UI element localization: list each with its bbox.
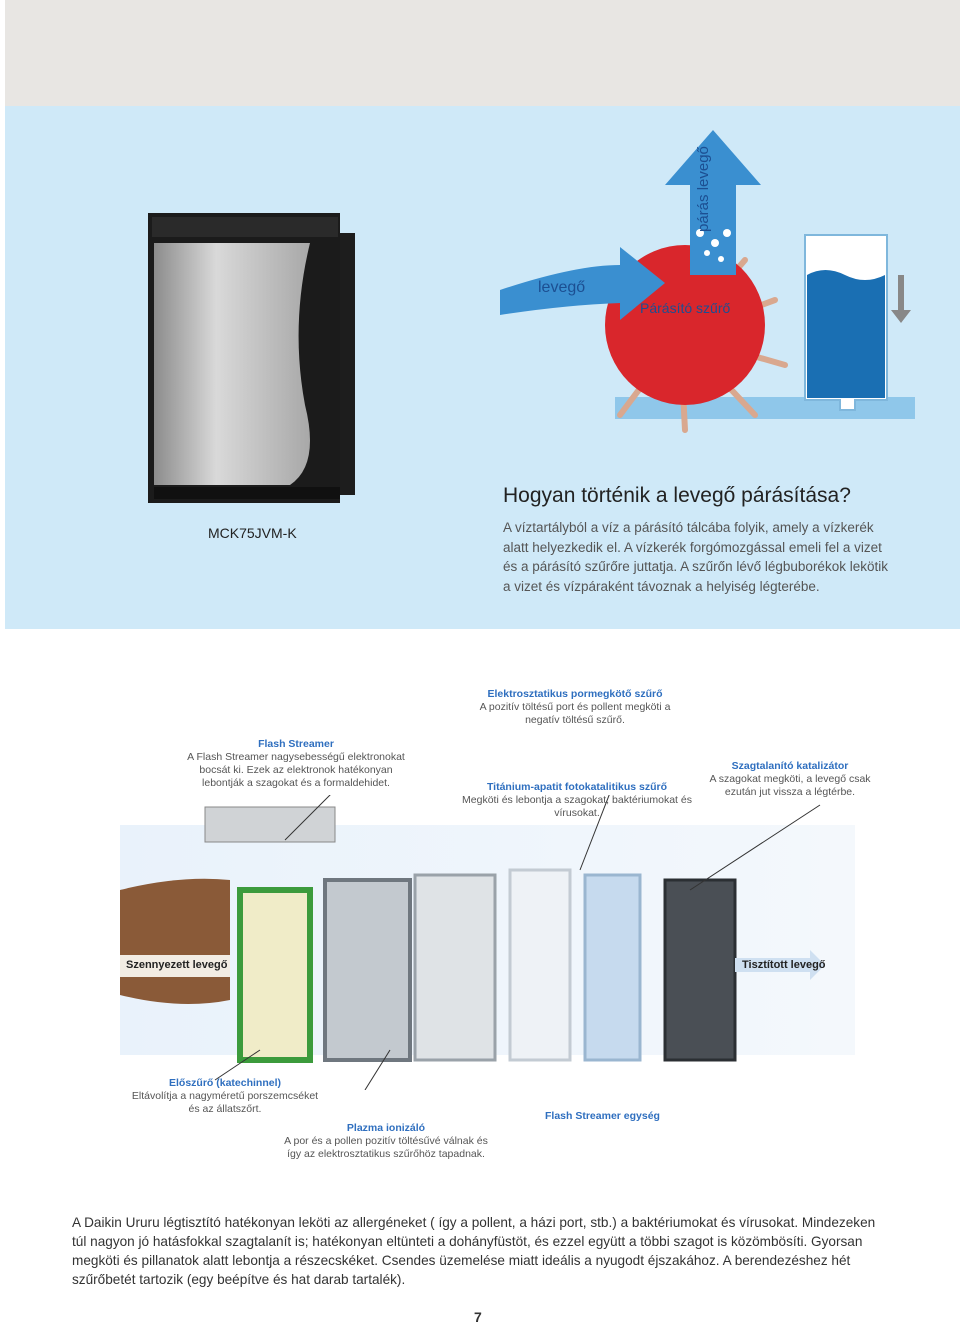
air-in-arrow [500, 247, 665, 320]
note-text: Megköti és lebontja a szagokat, baktériu… [462, 794, 692, 819]
note-plasma: Plazma ionizáló A por és a pollen pozití… [280, 1122, 492, 1161]
humidify-paragraph: A víztartályból a víz a párásító tálcába… [503, 520, 888, 594]
note-flash-streamer: Flash Streamer A Flash Streamer nagysebe… [186, 738, 406, 790]
electrostatic-panel [413, 873, 497, 1062]
note-title: Flash Streamer [258, 738, 334, 750]
humidify-title: Hogyan történik a levegő párásítása? [503, 484, 851, 507]
note-text: A szagokat megköti, a levegő csak ezután… [709, 773, 871, 798]
top-band [5, 0, 960, 106]
note-catalyst: Szagtalanító katalizátor A szagokat megk… [705, 760, 875, 799]
label-air-in: levegő [538, 279, 586, 296]
note-text: A Flash Streamer nagysebességű elektrono… [187, 751, 405, 789]
note-title: Titánium-apatit fotokatalitikus szűrő [486, 781, 668, 793]
note-text: A pozitív töltésű port és pollent megköt… [479, 701, 671, 726]
humid-out-arrow [665, 130, 761, 275]
filter-stack-diagram [120, 795, 855, 1090]
note-flash-unit: Flash Streamer egység [535, 1110, 670, 1123]
note-title: Plazma ionizáló [346, 1122, 426, 1134]
note-title: Elektrosztatikus pormegkötő szűrő [487, 688, 663, 700]
plasma-panel [323, 878, 412, 1062]
summary-paragraph: A Daikin Ururu légtisztító hatékonyan le… [72, 1215, 876, 1287]
note-prefilter: Előszűrő (katechinnel) Eltávolítja a nag… [125, 1077, 325, 1116]
note-title: Szagtalanító katalizátor [731, 760, 849, 772]
water-tank [807, 270, 885, 398]
uv-panel [583, 873, 642, 1062]
prefilter-panel [237, 887, 313, 1063]
flow-in-label: Szennyezett levegő [126, 959, 228, 971]
dirty-air-flow [120, 878, 230, 1004]
label-humidify-filter: Párásító szűrő [640, 300, 731, 316]
label-humid-air: párás levegő [695, 146, 712, 232]
product-model: MCK75JVM-K [208, 525, 297, 541]
humidify-diagram [500, 130, 915, 433]
note-text: Eltávolítja a nagyméretű porszemcséket é… [131, 1090, 319, 1115]
titanium-panel [508, 868, 572, 1062]
catalyst-panel [663, 878, 737, 1062]
page-number: 7 [474, 1309, 482, 1325]
note-text: A por és a pollen pozitív töltésűvé váln… [284, 1135, 488, 1160]
note-title: Előszűrő (katechinnel) [168, 1077, 282, 1089]
note-electrostatic: Elektrosztatikus pormegkötő szűrő A pozi… [470, 688, 680, 727]
flow-out-label: Tisztított levegő [742, 959, 826, 971]
note-titanium: Titánium-apatit fotokatalitikus szűrő Me… [462, 781, 692, 820]
air-purifier-image [148, 213, 355, 503]
note-title: Flash Streamer egység [545, 1110, 660, 1122]
